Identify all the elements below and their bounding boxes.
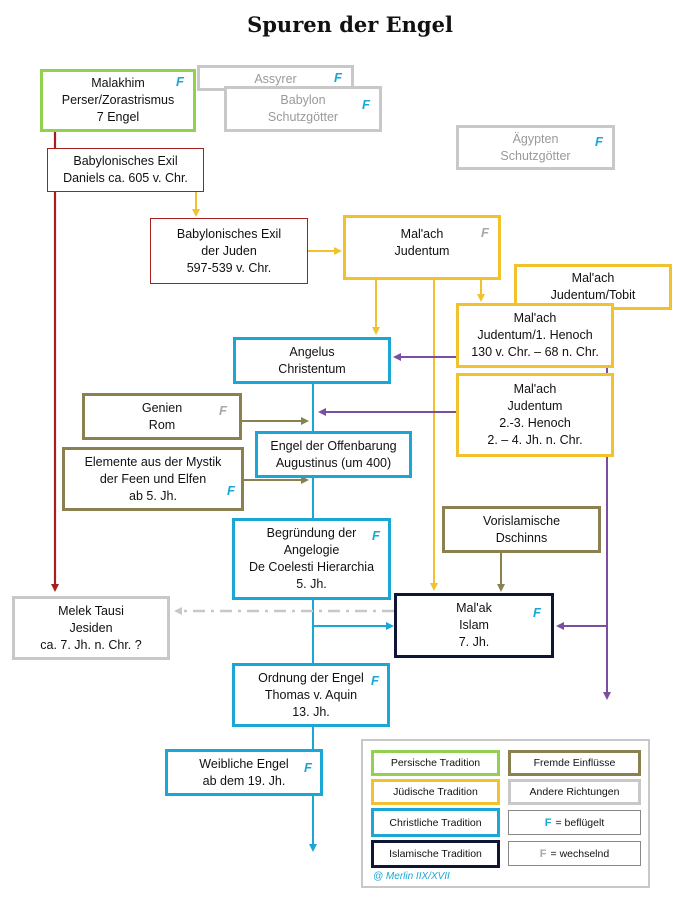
node-angelogie-line4: 5. Jh. — [296, 577, 327, 591]
changing-mark-icon: F — [539, 847, 547, 860]
diagram-title: Spuren der Engel — [247, 12, 453, 37]
winged-mark-icon: F — [334, 70, 342, 85]
node-angelogie-line3: De Coelesti Hierarchia — [248, 560, 375, 574]
node-henoch23-line3: 2.-3. Henoch — [499, 416, 571, 430]
node-malach-judentum-line1: Mal'ach — [400, 227, 444, 241]
winged-mark-icon: F — [362, 97, 370, 112]
changing-mark-icon: F — [481, 225, 489, 240]
node-assyrer-line1: Assyrer — [254, 72, 297, 86]
node-mystik-line3: ab 5. Jh. — [129, 488, 177, 503]
node-angelogie-line2: Angelogie — [283, 543, 340, 557]
node-henoch1-line1: Mal'ach — [513, 311, 557, 325]
node-henoch1-line3: 130 v. Chr. – 68 n. Chr. — [471, 345, 599, 359]
node-malach-judentum: Mal'ach Judentum F — [343, 215, 501, 280]
node-malach-tobit-line2: Judentum/Tobit — [550, 288, 636, 302]
node-offenbarung-line2: Augustinus (um 400) — [275, 455, 392, 470]
node-thomas-line1: Ordnung der Engel — [258, 670, 364, 685]
legend-foreign: Fremde Einflüsse — [508, 750, 641, 776]
node-malakhim: Malakhim Perser/Zorastrismus 7 Engel F — [40, 69, 196, 132]
node-exil-juden-line1: Babylonisches Exil — [176, 226, 282, 241]
legend-changing-text: = wechselnd — [550, 847, 610, 860]
node-malach-tobit-line1: Mal'ach — [571, 271, 615, 285]
node-babyl-exil-juden: Babylonisches Exil der Juden 597-539 v. … — [150, 218, 308, 284]
node-malakhim-line3: 7 Engel — [96, 110, 140, 124]
node-melek-line2: Jesiden — [69, 620, 113, 635]
legend-islamic: Islamische Tradition — [371, 840, 500, 868]
node-aegypten-line2: Schutzgötter — [500, 148, 571, 163]
node-vorislamisch-line2: Dschinns — [495, 530, 548, 545]
node-offenbarung: Engel der Offenbarung Augustinus (um 400… — [255, 431, 412, 478]
legend: Persische Tradition Fremde Einflüsse Jüd… — [361, 739, 650, 888]
node-genien-line2: Rom — [148, 417, 176, 432]
node-exil-juden-line3: 597-539 v. Chr. — [186, 260, 272, 275]
node-exil-daniel-line2: Daniels ca. 605 v. Chr. — [63, 171, 188, 185]
node-offenbarung-line1: Engel der Offenbarung — [270, 438, 397, 453]
changing-mark-icon: F — [219, 403, 227, 418]
node-melek-line3: ca. 7. Jh. n. Chr. ? — [40, 637, 142, 652]
node-henoch23-line2: Judentum — [507, 399, 563, 413]
node-exil-daniel-line1: Babylonisches Exil — [73, 154, 178, 168]
legend-christian: Christliche Tradition — [371, 808, 500, 837]
node-malak-islam-line1: Mal'ak — [456, 601, 492, 615]
node-exil-juden-line2: der Juden — [201, 243, 257, 258]
node-genien: Genien Rom F — [82, 393, 242, 440]
node-mystik-line1: Elemente aus der Mystik — [84, 454, 222, 469]
credit: @ Merlin IIX/XVII — [373, 871, 450, 882]
winged-mark-icon: F — [372, 528, 380, 543]
node-babylon-line2: Schutzgötter — [267, 110, 339, 124]
winged-mark-icon: F — [371, 673, 379, 688]
node-malak-islam: Mal'ak Islam 7. Jh. F — [394, 593, 554, 658]
legend-changing: F = wechselnd — [508, 841, 641, 866]
node-genien-line1: Genien — [141, 400, 183, 415]
node-mystik: Elemente aus der Mystik der Feen und Elf… — [62, 447, 244, 511]
node-henoch1-line2: Judentum/1. Henoch — [477, 328, 593, 342]
node-malakhim-line1: Malakhim — [91, 76, 145, 90]
node-thomas-line2: Thomas v. Aquin — [264, 687, 358, 702]
node-angelus: Angelus Christentum — [233, 337, 391, 384]
legend-jewish: Jüdische Tradition — [371, 779, 500, 805]
node-babyl-exil-daniel: Babylonisches Exil Daniels ca. 605 v. Ch… — [47, 148, 204, 192]
winged-mark-icon: F — [304, 760, 312, 775]
node-vorislamisch-line1: Vorislamische — [482, 513, 561, 528]
node-melek: Melek Tausi Jesiden ca. 7. Jh. n. Chr. ? — [12, 596, 170, 660]
winged-mark-icon: F — [176, 74, 184, 89]
node-malach-judentum-line2: Judentum — [394, 244, 450, 258]
node-aegypten-line1: Ägypten — [512, 131, 559, 146]
winged-mark-icon: F — [533, 605, 541, 620]
node-malach-henoch1: Mal'ach Judentum/1. Henoch 130 v. Chr. –… — [456, 303, 614, 368]
legend-winged: F = beflügelt — [508, 810, 641, 835]
node-vorislamisch: Vorislamische Dschinns — [442, 506, 601, 553]
legend-persian: Persische Tradition — [371, 750, 500, 776]
node-henoch23-line4: 2. – 4. Jh. n. Chr. — [487, 433, 583, 447]
node-babylon: Babylon Schutzgötter F — [224, 86, 382, 132]
node-melek-line1: Melek Tausi — [58, 603, 124, 618]
node-malak-islam-line3: 7. Jh. — [458, 635, 490, 649]
node-mystik-line2: der Feen und Elfen — [99, 471, 207, 486]
winged-mark-icon: F — [595, 134, 603, 149]
node-angelogie-line1: Begründung der — [266, 526, 357, 540]
node-angelus-line1: Angelus — [289, 344, 335, 359]
node-thomas: Ordnung der Engel Thomas v. Aquin 13. Jh… — [232, 663, 390, 727]
node-thomas-line3: 13. Jh. — [292, 704, 330, 719]
node-babylon-line1: Babylon — [280, 93, 326, 107]
winged-mark-icon: F — [544, 816, 552, 829]
node-henoch23-line1: Mal'ach — [513, 382, 557, 396]
node-aegypten: Ägypten Schutzgötter F — [456, 125, 615, 170]
winged-mark-icon: F — [227, 483, 235, 498]
node-angelus-line2: Christentum — [278, 361, 346, 376]
node-weiblich-line1: Weibliche Engel — [199, 756, 289, 771]
node-malakhim-line2: Perser/Zorastrismus — [61, 93, 175, 107]
node-malach-henoch23: Mal'ach Judentum 2.-3. Henoch 2. – 4. Jh… — [456, 373, 614, 457]
node-angelogie: Begründung der Angelogie De Coelesti Hie… — [232, 518, 391, 600]
legend-other: Andere Richtungen — [508, 779, 641, 805]
node-weiblich-line2: ab dem 19. Jh. — [202, 773, 286, 788]
legend-winged-text: = beflügelt — [555, 816, 605, 829]
node-malak-islam-line2: Islam — [459, 618, 489, 632]
node-weiblich: Weibliche Engel ab dem 19. Jh. F — [165, 749, 323, 796]
